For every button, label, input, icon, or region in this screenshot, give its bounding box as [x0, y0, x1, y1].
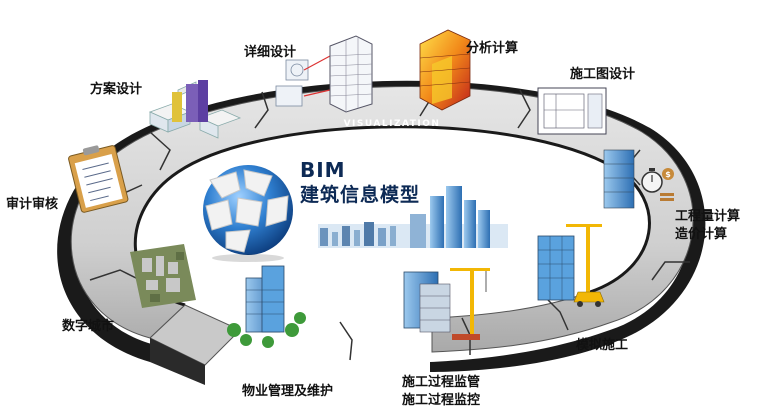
analysis-illustration: [419, 29, 471, 111]
bim-globe-icon: [203, 165, 293, 262]
simulated-construction-illustration: [537, 224, 605, 307]
svg-text:$: $: [665, 170, 671, 179]
scheme-design-illustration: [148, 80, 242, 139]
process-supervision-illustration: [403, 268, 490, 340]
label-construction-drawing: 施工图设计: [570, 67, 636, 82]
review-clipboard-illustration: [68, 145, 129, 213]
label-process-control: 施工过程监控: [402, 393, 481, 408]
label-scheme-design: 方案设计: [90, 82, 143, 97]
center-title: BIM: [300, 158, 346, 182]
label-analysis: 分析计算: [466, 41, 519, 56]
label-simulated-construction: 模拟施工: [576, 338, 629, 353]
label-detailed-design: 详细设计: [244, 45, 297, 60]
property-management-illustration: [227, 265, 306, 348]
center-subtitle: 建筑信息模型: [300, 184, 421, 206]
digital-city-illustration: [130, 244, 196, 308]
label-digital-city: 数字城市: [62, 319, 115, 334]
quantity-cost-illustration: $: [603, 149, 674, 209]
detailed-design-illustration: [275, 35, 373, 113]
ring-visualization-text: VISUALIZATION: [344, 119, 441, 129]
center-skyline-illustration: [318, 186, 508, 248]
label-property-management: 物业管理及维护: [242, 384, 334, 399]
construction-drawing-illustration: [537, 87, 607, 135]
label-quantity: 工程量计算: [675, 209, 741, 224]
lifecycle-ring: [57, 79, 706, 385]
label-review: 审计审核: [6, 197, 59, 212]
label-cost: 造价计算: [675, 227, 728, 242]
label-process-supervision: 施工过程监管: [402, 375, 481, 390]
